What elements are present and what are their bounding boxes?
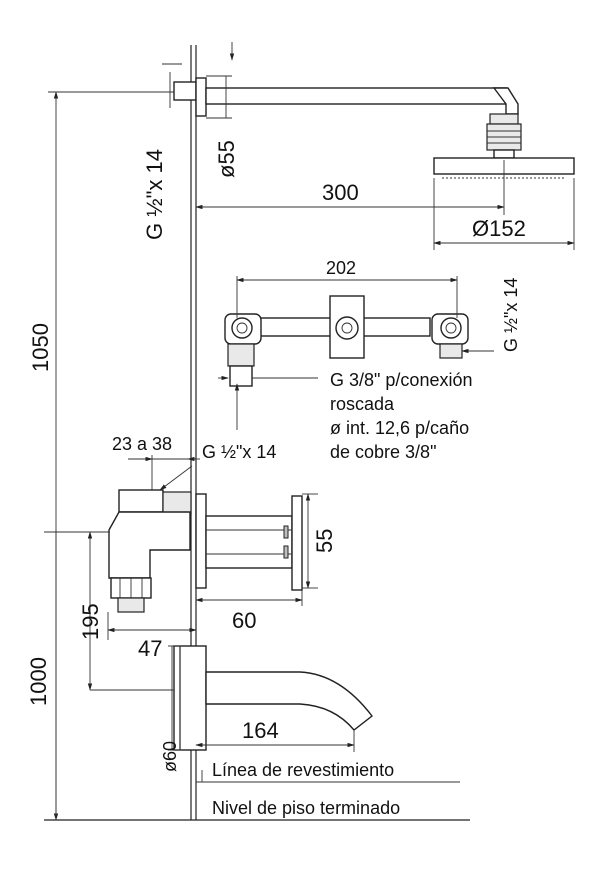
mixer-handle <box>205 515 293 569</box>
flange-diameter-label: ø55 <box>214 140 239 178</box>
valve-spacing-dim: 202 <box>236 258 458 318</box>
inlet-connector-right <box>439 343 463 359</box>
connection-note-line-1: G 3/8" p/conexión <box>330 370 472 390</box>
inlet-connector-left <box>227 343 255 367</box>
wall-depth-dim: 23 a 38 <box>112 434 200 490</box>
valve-thread-label: G ½"x 14 <box>501 278 521 352</box>
connection-note-line-3: ø int. 12,6 p/caño <box>330 418 469 438</box>
head-diameter-dim: Ø152 <box>433 178 575 250</box>
arm-thread-dim: G ½"x 14 <box>142 63 182 240</box>
floor-to-mixer-label: 1000 <box>26 657 51 706</box>
connection-note-line-2: roscada <box>330 394 395 414</box>
cladding-line: Línea de revestimiento <box>196 760 460 783</box>
flange-diameter-dim: ø55 <box>206 75 239 178</box>
connection-note-pointers <box>218 375 318 430</box>
connection-note-line-4: de cobre 3/8" <box>330 442 436 462</box>
arm-thread-label: G ½"x 14 <box>142 149 167 240</box>
mixer-height-dim: 55 <box>302 493 337 589</box>
mixer-height-label: 55 <box>312 529 337 553</box>
cladding-line-label: Línea de revestimiento <box>212 760 394 780</box>
arm-length-label: 300 <box>322 180 359 205</box>
mixer-assembly <box>108 489 303 613</box>
valve-body <box>224 295 469 387</box>
mixer-wall-plate <box>118 489 164 513</box>
finished-floor-line: Nivel de piso terminado <box>44 798 470 821</box>
spout-length-label: 164 <box>242 718 279 743</box>
mixer-to-spout-label: 195 <box>78 603 103 640</box>
mixer-thread-label: G ½"x 14 <box>202 442 276 462</box>
spout-diameter-dim: ø60 <box>160 645 182 772</box>
valve-spacing-label: 202 <box>326 258 356 278</box>
wall-depth-label: 23 a 38 <box>112 434 172 454</box>
spout-flange <box>173 645 207 751</box>
total-height-label: 1050 <box>28 323 53 372</box>
wall-flange <box>173 81 197 101</box>
head-neck <box>493 149 515 159</box>
spout-diameter-label: ø60 <box>160 741 180 772</box>
arm-length-dim: 300 <box>195 160 505 215</box>
head-diameter-label: Ø152 <box>472 216 526 241</box>
mixer-depth-dim: 60 <box>195 590 303 633</box>
spout-offset-dim: 47 <box>107 612 197 661</box>
mixer-depth-label: 60 <box>232 608 256 633</box>
valve-thread-dim: G ½"x 14 <box>461 278 521 354</box>
spout-offset-label: 47 <box>138 636 162 661</box>
mixer-to-spout-dim: 195 <box>78 531 110 691</box>
shower-arm <box>205 87 507 105</box>
finished-floor-label: Nivel de piso terminado <box>212 798 400 818</box>
spout-length-dim: 164 <box>195 718 355 752</box>
mixer-cover-plate <box>195 493 207 589</box>
total-height-dim: 1050 <box>28 91 174 821</box>
spout-body <box>205 671 373 731</box>
arm-nut <box>489 113 519 125</box>
spout-assembly <box>173 645 373 751</box>
flange-plate <box>195 77 207 117</box>
mixer-elbow <box>108 511 191 579</box>
floor-to-mixer-dim: 1000 <box>26 531 110 820</box>
